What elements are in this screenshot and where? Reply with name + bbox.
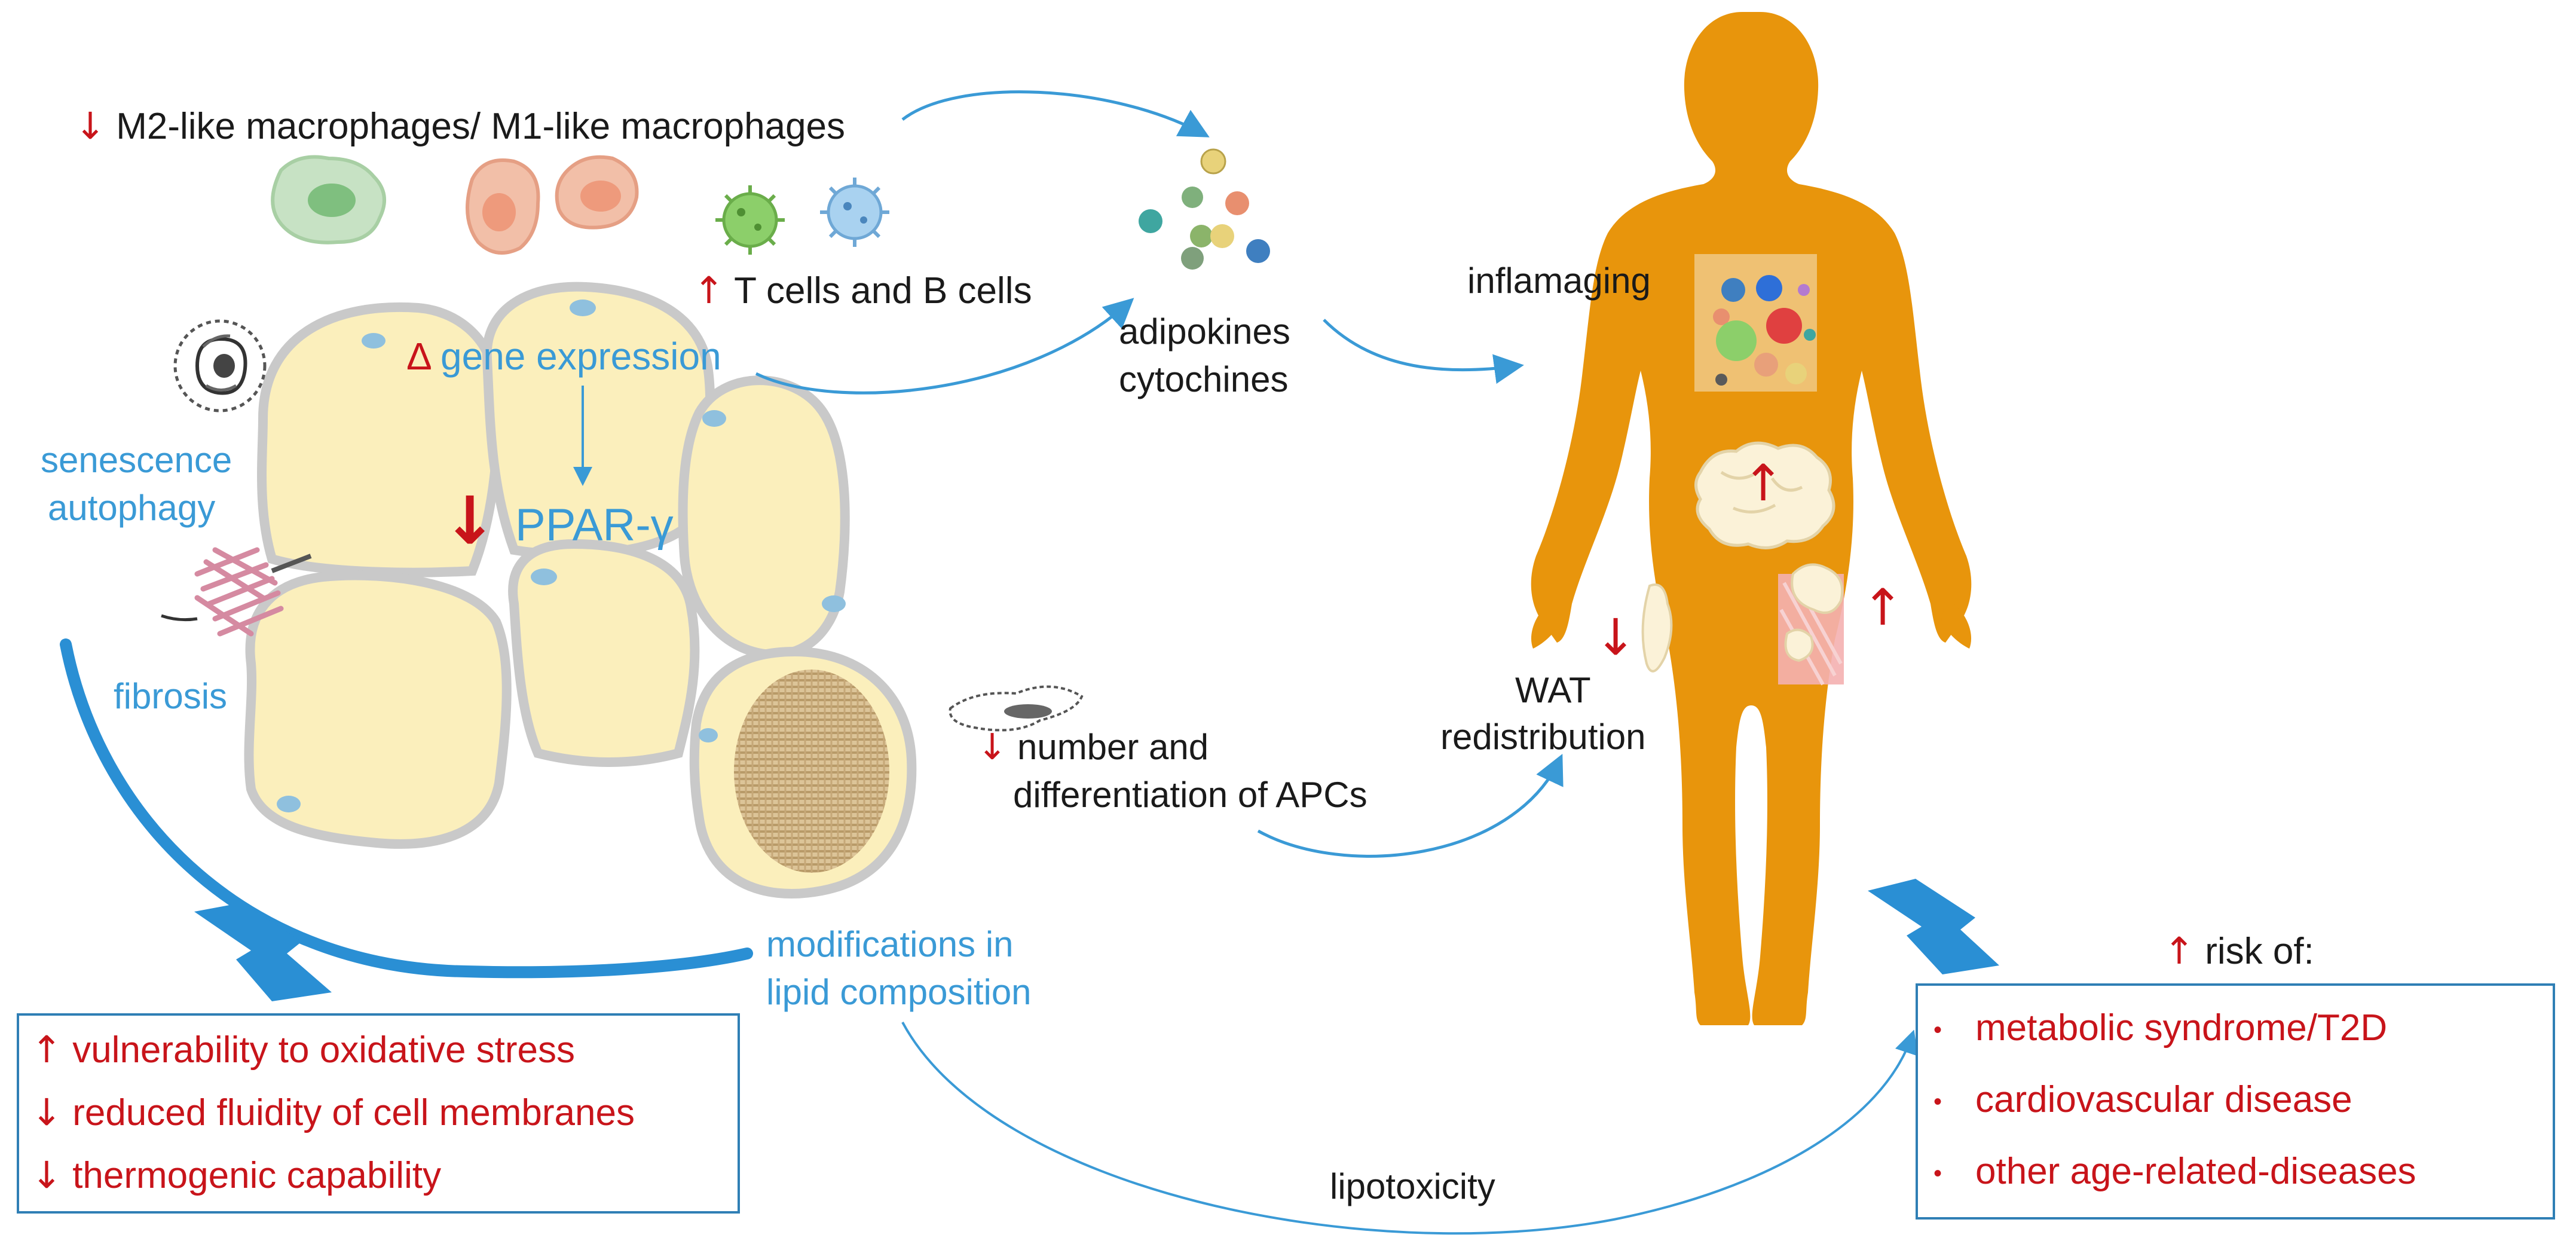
fibrosis-label: fibrosis [114, 676, 228, 716]
adipokines-label: adipokines [1119, 311, 1290, 352]
aging-arc [60, 638, 753, 979]
redistribution-label: redistribution [1440, 717, 1646, 757]
effect-item: ↓ thermogenic capability [31, 1153, 441, 1197]
visceral-fat-up-arrow-icon: ↑ [1742, 454, 1785, 512]
visceral-fat-inset [1694, 441, 1835, 549]
macrophages-label: ↓ M2-like macrophages/ M1-like macrophag… [75, 105, 845, 148]
cytokine-dots [1139, 148, 1270, 270]
senescent-cell-icon [173, 319, 267, 412]
autophagy-label: autophagy [48, 488, 216, 528]
arrow-lipotoxicity-to-risk [901, 1022, 1918, 1235]
effect-text: thermogenic capability [72, 1155, 442, 1196]
down-arrow-icon: ↓ [75, 104, 106, 148]
delta-symbol: Δ [406, 335, 430, 378]
wat-label: WAT [1515, 670, 1591, 710]
effect-arrow-icon: ↓ [31, 1153, 62, 1197]
up-arrow-icon: ↑ [693, 268, 724, 312]
inflamaging-inset [1694, 254, 1817, 392]
senescence-label: senescence [41, 440, 232, 480]
apc-text-line1: number and [1017, 727, 1209, 767]
risk-text: metabolic syndrome/T2D [1975, 1007, 2388, 1049]
risk-item: • other age-related-diseases [1933, 1150, 2416, 1193]
apc-label-line1: ↓ number and [977, 726, 1209, 768]
fibrosis-icon [161, 547, 312, 637]
lipid-modifications-line1: modifications in [766, 924, 1014, 964]
macrophage-m1-cell-2 [555, 155, 639, 230]
risk-up-arrow-icon: ↑ [2164, 929, 2195, 973]
lipotoxicity-label: lipotoxicity [1330, 1166, 1495, 1206]
risk-item: • metabolic syndrome/T2D [1933, 1007, 2387, 1049]
effects-box: ↑ vulnerability to oxidative stress ↓ re… [17, 1013, 740, 1214]
apc-down-arrow-icon: ↓ [977, 726, 1008, 768]
arrow-adipokines-to-body [1323, 319, 1524, 384]
effect-text: vulnerability to oxidative stress [72, 1029, 576, 1071]
subcutaneous-fat-inset [1641, 583, 1673, 673]
inflamaging-label: inflamaging [1467, 261, 1651, 301]
gene-expression-text: gene expression [440, 335, 721, 378]
subcutaneous-fat-down-arrow-icon: ↓ [1595, 608, 1637, 667]
macrophage-m1-cell-1 [466, 158, 540, 255]
macrophages-text: M2-like macrophages/ M1-like macrophages [116, 106, 846, 147]
arrow-apcs-to-wat [1257, 753, 1564, 858]
arrow-gene-expression-to-adipokines [755, 298, 1134, 395]
b-cell-icon [820, 178, 889, 247]
effect-arrow-icon: ↓ [31, 1090, 62, 1134]
risk-title: ↑ risk of: [2164, 930, 2314, 973]
t-cell-icon [715, 185, 785, 255]
muscle-fat-up-arrow-icon: ↑ [1862, 578, 1904, 637]
apc-label-line2: differentiation of APCs [1013, 775, 1367, 815]
arrow-macrophages-to-adipokines [901, 90, 1210, 137]
gene-expression-label: Δ gene expression [406, 335, 721, 379]
bullet-icon: • [1933, 1017, 1942, 1044]
apc-cell-icon [949, 685, 1084, 732]
ppar-down-arrow-icon: ↓ [442, 482, 498, 559]
bullet-icon: • [1933, 1160, 1942, 1187]
block-arrow-right [1868, 879, 1999, 974]
effect-item: ↓ reduced fluidity of cell membranes [31, 1090, 635, 1134]
risk-text: cardiovascular disease [1975, 1079, 2352, 1120]
macrophage-m2-cell [271, 155, 386, 245]
adipocyte-cluster [244, 282, 917, 898]
effect-item: ↑ vulnerability to oxidative stress [31, 1028, 575, 1071]
risk-text: other age-related-diseases [1975, 1151, 2416, 1192]
block-arrow-left [194, 903, 332, 1001]
bullet-icon: • [1933, 1089, 1942, 1115]
lipid-droplet-texture [734, 670, 889, 873]
cytochines-label: cytochines [1119, 359, 1289, 399]
risk-title-text: risk of: [2205, 931, 2314, 972]
effect-arrow-icon: ↑ [31, 1028, 62, 1071]
risk-box: • metabolic syndrome/T2D • cardiovascular … [1916, 983, 2555, 1220]
effect-text: reduced fluidity of cell membranes [72, 1092, 635, 1133]
lipid-modifications-line2: lipid composition [766, 972, 1032, 1012]
ppar-gamma-label: PPAR-γ [515, 500, 674, 551]
risk-item: • cardiovascular disease [1933, 1078, 2352, 1121]
t-b-cells-label: ↑ T cells and B cells [693, 269, 1032, 312]
t-b-cells-text: T cells and B cells [734, 270, 1032, 311]
muscle-fat-inset [1778, 563, 1844, 686]
